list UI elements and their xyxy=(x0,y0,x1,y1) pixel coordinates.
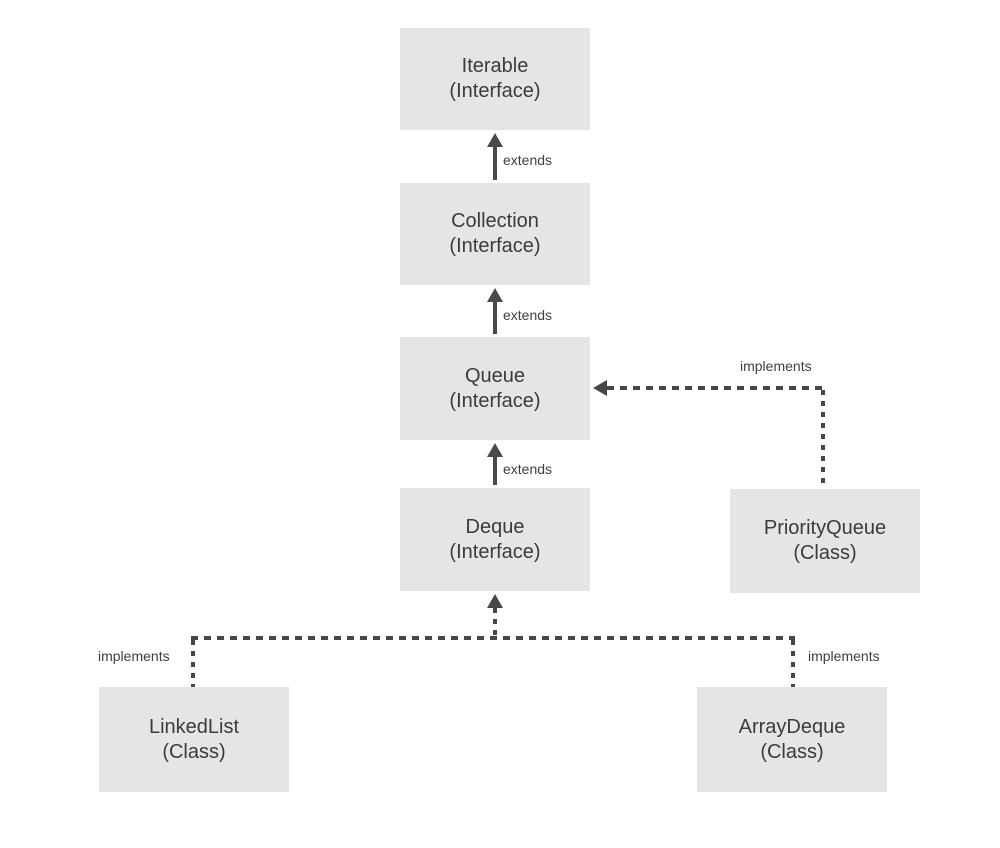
edge-priorityqueue-queue-horizontal xyxy=(607,386,825,390)
arrowhead-up-icon xyxy=(487,443,503,457)
node-collection-kind: (Interface) xyxy=(449,235,541,257)
node-arraydeque-kind: (Class) xyxy=(760,740,824,763)
node-queue-name: Queue xyxy=(464,364,526,387)
node-arraydeque: ArrayDeque (Class) xyxy=(697,687,887,792)
node-queue-kind: (Interface) xyxy=(449,389,541,412)
node-priorityqueue: PriorityQueue (Class) xyxy=(730,489,920,593)
edge-implements-deque-stub xyxy=(493,608,497,636)
node-iterable: Iterable (Interface) xyxy=(400,28,590,130)
edge-label-extends-1: extends xyxy=(503,152,553,168)
edge-label-implements-arraydeque: implements xyxy=(808,648,880,664)
node-deque-kind: (Interface) xyxy=(449,540,541,563)
edge-label-implements-linkedlist: implements xyxy=(98,648,170,664)
arrowhead-left-icon xyxy=(593,380,607,396)
node-iterable-kind: (Interface) xyxy=(449,80,541,102)
node-linkedlist: LinkedList (Class) xyxy=(99,687,289,792)
node-queue: Queue (Interface) xyxy=(400,337,590,440)
node-priorityqueue-kind: (Class) xyxy=(793,542,857,564)
edge-collection-iterable-stem xyxy=(493,146,497,180)
edge-deque-queue-stem xyxy=(493,456,497,485)
edge-priorityqueue-queue-vertical xyxy=(821,390,825,489)
node-deque: Deque (Interface) xyxy=(400,488,590,591)
node-linkedlist-name: LinkedList xyxy=(148,715,240,738)
node-arraydeque-name: ArrayDeque xyxy=(738,715,846,738)
edge-label-implements-priorityqueue: implements xyxy=(740,358,812,374)
node-linkedlist-kind: (Class) xyxy=(162,740,226,763)
edge-label-extends-2: extends xyxy=(503,307,553,323)
node-priorityqueue-name: PriorityQueue xyxy=(763,517,887,539)
arrowhead-up-icon xyxy=(487,594,503,608)
node-deque-name: Deque xyxy=(465,515,525,538)
edge-label-extends-3: extends xyxy=(503,461,553,477)
edge-linkedlist-deque-vertical xyxy=(191,640,195,687)
edge-arraydeque-deque-vertical xyxy=(791,640,795,687)
arrowhead-up-icon xyxy=(487,288,503,302)
arrowhead-up-icon xyxy=(487,133,503,147)
edge-implements-deque-horizontal xyxy=(191,636,795,640)
node-iterable-name: Iterable xyxy=(461,55,529,77)
edge-queue-collection-stem xyxy=(493,301,497,334)
node-collection: Collection (Interface) xyxy=(400,183,590,285)
node-collection-name: Collection xyxy=(451,210,539,232)
